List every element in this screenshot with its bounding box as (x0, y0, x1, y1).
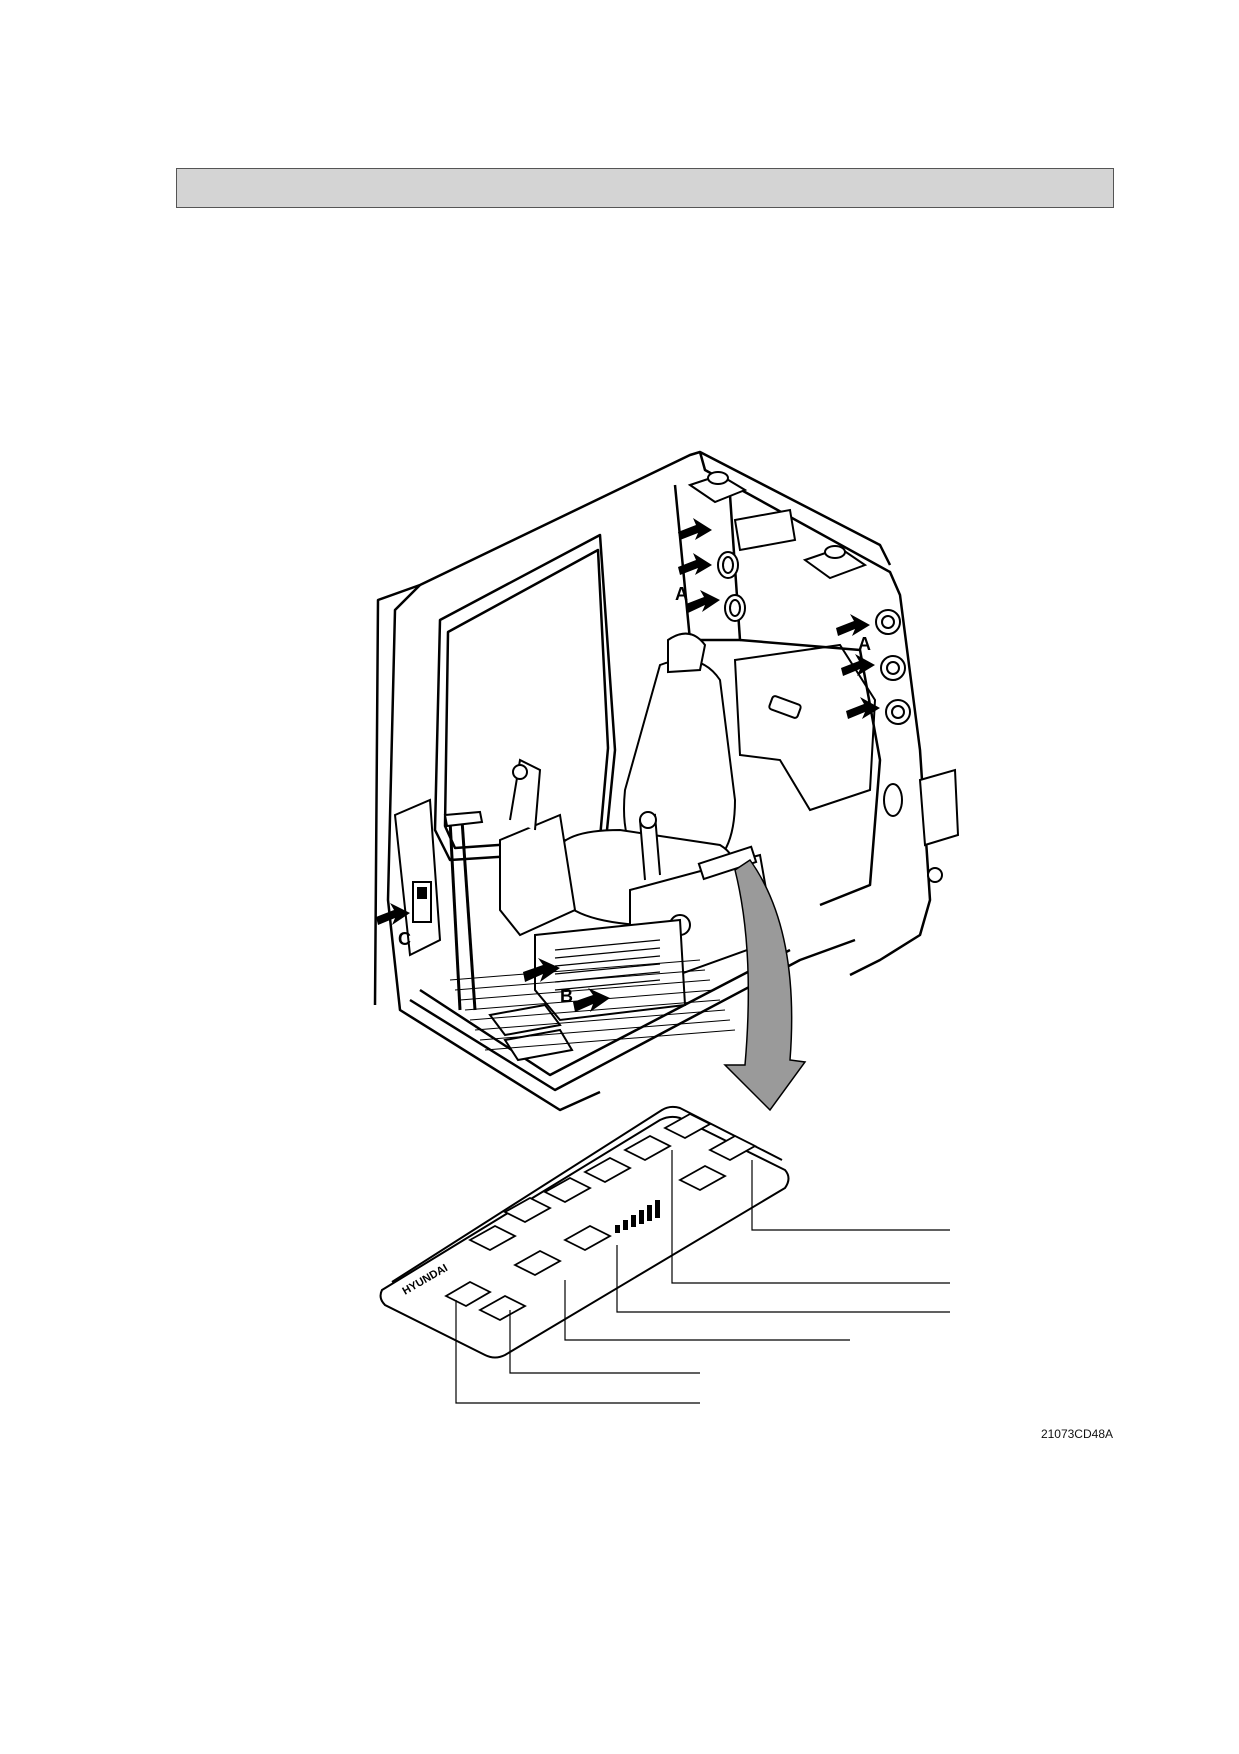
switch-panel: HYUNDAI (379, 1105, 790, 1359)
airflow-arrows (376, 518, 880, 1012)
cab-shell (373, 450, 932, 1112)
callout-c: C (398, 929, 411, 949)
figure-code: 21073CD48A (1040, 1427, 1113, 1441)
roof-vents (687, 471, 960, 883)
rear-console (733, 643, 877, 812)
section-header-bar (176, 168, 1114, 208)
callout-a-left: A (675, 584, 688, 604)
callout-labels: A A B C (398, 584, 871, 1006)
callout-a-right: A (858, 634, 871, 654)
leader-lines (455, 1150, 950, 1404)
zoom-arrow (723, 858, 807, 1112)
operator-seat (499, 632, 777, 987)
left-control-area (393, 798, 736, 1062)
callout-b: B (560, 986, 573, 1006)
